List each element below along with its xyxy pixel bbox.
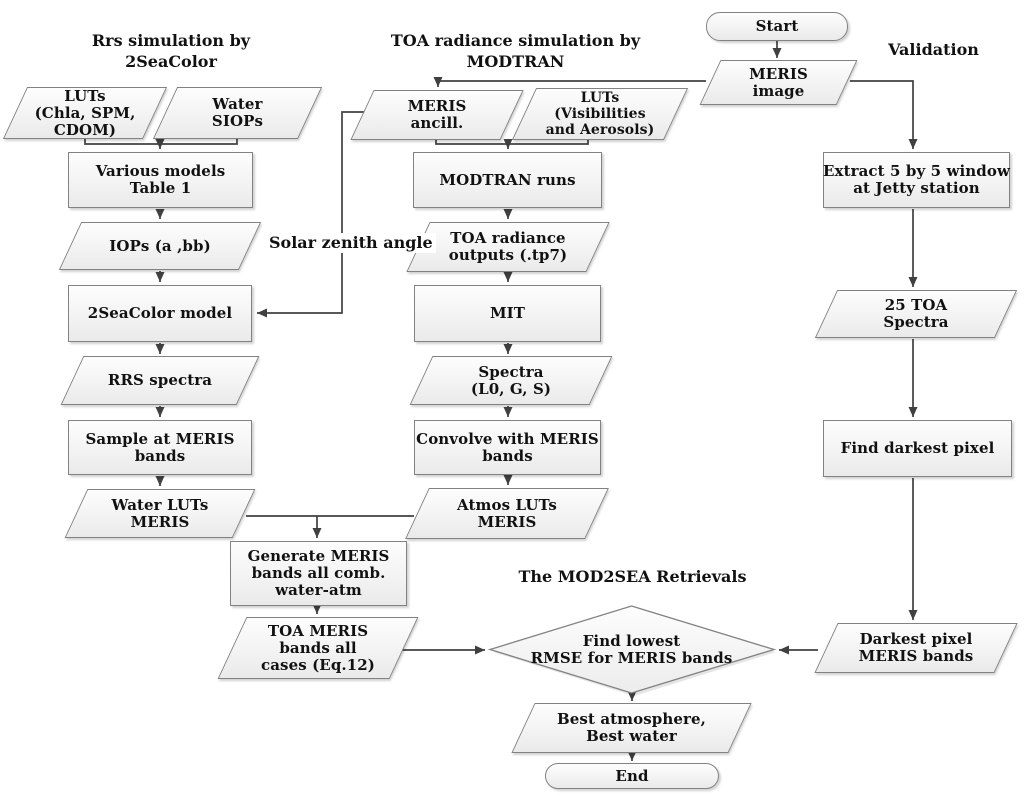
- node-rrs-spectra-label: RRS spectra: [107, 371, 213, 389]
- header-validation: Validation: [888, 40, 979, 59]
- decision-diamond-shape: [487, 605, 777, 696]
- node-extract-window: Extract 5 by 5 window at Jetty station: [823, 152, 1010, 208]
- edge-merge-bracket-left: [84, 139, 238, 145]
- node-meris-image: MERIS image: [710, 60, 847, 105]
- node-spectra-l0-g-s-label: Spectra (L0, G, S): [470, 362, 552, 398]
- node-generate-meris-bands: Generate MERIS bands all comb. water-atm: [230, 541, 407, 606]
- node-meris-ancill: MERIS ancill.: [362, 90, 512, 140]
- node-generate-meris-bands-label: Generate MERIS bands all comb. water-atm: [247, 547, 390, 599]
- header-mod2sea-retrievals: The MOD2SEA Retrievals: [518, 567, 747, 586]
- node-2seacolor-model-label: 2SeaColor model: [87, 304, 233, 322]
- node-water-siops-label: Water SIOPs: [211, 95, 264, 130]
- node-luts-chla-spm-cdom-label: LUTs (Chla, SPM, CDOM): [34, 86, 136, 139]
- node-best-atmosphere-best-water: Best atmosphere, Best water: [523, 703, 740, 753]
- node-toa-meris-bands-all-cases: TOA MERIS bands all cases (Eq.12): [232, 617, 404, 679]
- node-25-toa-spectra: 25 TOA Spectra: [826, 290, 1006, 338]
- node-start: Start: [706, 12, 848, 41]
- node-modtran-runs: MODTRAN runs: [413, 152, 602, 208]
- node-find-darkest-pixel: Find darkest pixel: [823, 420, 1012, 477]
- node-various-models-label: Various models Table 1: [95, 162, 226, 197]
- node-find-darkest-pixel-label: Find darkest pixel: [840, 439, 995, 457]
- node-water-luts-meris-label: Water LUTs MERIS: [111, 495, 209, 531]
- node-extract-window-label: Extract 5 by 5 window at Jetty station: [823, 162, 1010, 197]
- node-end-label: End: [615, 766, 649, 785]
- node-toa-radiance-outputs: TOA radiance outputs (.tp7): [418, 222, 598, 272]
- node-convolve-with-meris-bands: Convolve with MERIS bands: [414, 420, 601, 475]
- node-water-siops: Water SIOPs: [165, 87, 310, 139]
- node-luts-visibilities-aerosols-label: LUTs (Visibilities and Aerosols): [545, 90, 655, 138]
- node-start-label: Start: [755, 17, 799, 35]
- edge-solar-zenith-angle: [257, 111, 368, 318]
- node-best-atmosphere-best-water-label: Best atmosphere, Best water: [557, 710, 706, 745]
- node-25-toa-spectra-label: 25 TOA Spectra: [883, 296, 949, 331]
- node-2seacolor-model: 2SeaColor model: [68, 285, 252, 342]
- node-meris-image-label: MERIS image: [749, 64, 808, 100]
- node-find-lowest-rmse-label: Find lowest RMSE for MERIS bands: [530, 631, 733, 667]
- node-modtran-runs-label: MODTRAN runs: [439, 170, 576, 189]
- label-solar-zenith-angle: Solar zenith angle: [266, 233, 436, 253]
- header-rrs-simulation: Rrs simulation by 2SeaColor: [91, 31, 251, 71]
- node-sample-at-meris-bands: Sample at MERIS bands: [68, 420, 252, 475]
- node-convolve-with-meris-bands-label: Convolve with MERIS bands: [416, 429, 599, 465]
- node-mit: MIT: [414, 285, 601, 342]
- node-meris-ancill-label: MERIS ancill.: [407, 97, 467, 132]
- edge-meris-image-to-meris-ancill: [433, 77, 706, 87]
- node-darkest-pixel-meris-bands: Darkest pixel MERIS bands: [826, 623, 1006, 673]
- node-end: End: [545, 763, 719, 789]
- node-find-lowest-rmse: Find lowest RMSE for MERIS bands: [488, 605, 775, 694]
- node-rrs-spectra: RRS spectra: [72, 356, 248, 405]
- node-spectra-l0-g-s: Spectra (L0, G, S): [421, 356, 601, 405]
- node-iops: IOPs (a ,bb): [70, 222, 250, 270]
- node-iops-label: IOPs (a ,bb): [109, 236, 211, 255]
- node-toa-radiance-outputs-label: TOA radiance outputs (.tp7): [448, 229, 568, 264]
- node-toa-meris-bands-all-cases-label: TOA MERIS bands all cases (Eq.12): [260, 621, 376, 674]
- edge-meris-image-to-extract-window: [850, 80, 918, 149]
- node-water-luts-meris: Water LUTs MERIS: [76, 489, 244, 538]
- edge-merge-bracket-middle: [435, 140, 589, 145]
- node-atmos-luts-meris-label: Atmos LUTs MERIS: [457, 495, 557, 531]
- node-various-models: Various models Table 1: [68, 152, 253, 208]
- node-darkest-pixel-meris-bands-label: Darkest pixel MERIS bands: [858, 630, 974, 665]
- node-luts-chla-spm-cdom: LUTs (Chla, SPM, CDOM): [15, 87, 155, 139]
- node-luts-visibilities-aerosols: LUTs (Visibilities and Aerosols): [524, 88, 676, 140]
- node-atmos-luts-meris: Atmos LUTs MERIS: [417, 488, 597, 539]
- node-sample-at-meris-bands-label: Sample at MERIS bands: [85, 429, 235, 465]
- header-toa-simulation: TOA radiance simulation by MODTRAN: [390, 31, 641, 71]
- node-mit-label: MIT: [489, 304, 526, 322]
